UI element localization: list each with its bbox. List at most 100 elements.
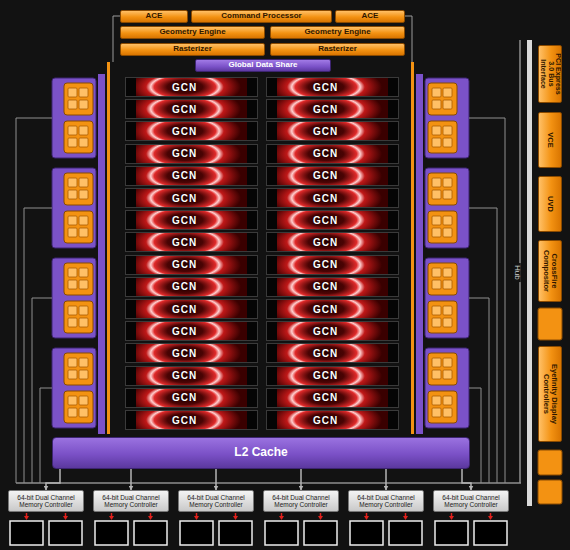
rop-block	[428, 211, 457, 243]
memory-controller: 64-bit Dual Channel Memory Controller	[348, 490, 424, 512]
rop-unit	[79, 190, 88, 199]
compute-unit: GCN	[266, 99, 399, 119]
unit-label: GCN	[313, 348, 338, 359]
rop-group	[52, 168, 96, 248]
rop-unit	[68, 216, 77, 225]
unit-label: GCN	[313, 392, 338, 403]
compute-unit: GCN	[266, 366, 399, 386]
rop-unit	[79, 408, 88, 417]
rop-unit	[443, 126, 452, 135]
unit-label: GCN	[313, 104, 338, 115]
rop-unit	[443, 216, 452, 225]
memory-link-head	[233, 516, 238, 520]
memory-controller: 64-bit Dual Channel Memory Controller	[433, 490, 509, 512]
unit-label: GCN	[313, 148, 338, 159]
hub-block: Eyefinity Display Controllers	[538, 346, 562, 442]
hub-block	[538, 308, 562, 340]
block-label: PCI Express 3.0 Bus Interface	[539, 48, 561, 100]
memory-controller: 64-bit Dual Channel Memory Controller	[178, 490, 254, 512]
hub-line	[519, 40, 521, 483]
compute-unit: GCN	[125, 144, 258, 164]
rop-unit	[79, 178, 88, 187]
rop-panel	[52, 78, 96, 158]
memory-link-head	[364, 516, 369, 520]
block-label: L2 Cache	[234, 446, 287, 459]
rop-unit	[79, 88, 88, 97]
rop-unit	[443, 88, 452, 97]
rop-block	[428, 121, 457, 153]
compute-unit: GCN	[266, 343, 399, 363]
block-label: 64-bit Dual Channel Memory Controller	[436, 494, 506, 508]
rop-unit	[68, 358, 77, 367]
rop-unit	[79, 138, 88, 147]
block-label: UVD	[546, 179, 554, 229]
rop-unit	[443, 138, 452, 147]
rop-unit	[432, 268, 441, 277]
rop-unit	[68, 126, 77, 135]
rop-block	[64, 391, 93, 423]
rop-wire	[32, 298, 52, 483]
rop-unit	[68, 190, 77, 199]
rop-unit	[68, 268, 77, 277]
rop-panel	[52, 168, 96, 248]
unit-label: GCN	[172, 259, 197, 270]
unit-label: GCN	[172, 215, 197, 226]
rop-unit	[432, 280, 441, 289]
compute-unit: GCN	[266, 388, 399, 408]
compute-unit: GCN	[266, 210, 399, 230]
memory-link-head	[24, 516, 29, 520]
rop-unit	[432, 100, 441, 109]
block-label: 64-bit Dual Channel Memory Controller	[11, 494, 81, 508]
compute-unit: GCN	[125, 366, 258, 386]
rop-unit	[79, 358, 88, 367]
memory-chip	[304, 521, 337, 545]
unit-label: GCN	[313, 259, 338, 270]
hub-block: PCI Express 3.0 Bus Interface	[538, 45, 562, 103]
memory-connector	[300, 469, 302, 490]
rop-unit	[432, 396, 441, 405]
rop-unit	[68, 306, 77, 315]
rop-block	[428, 263, 457, 295]
rop-unit	[443, 370, 452, 379]
rop-block	[428, 301, 457, 333]
rop-group	[52, 78, 96, 158]
block-label: 64-bit Dual Channel Memory Controller	[351, 494, 421, 508]
rop-block	[64, 211, 93, 243]
hub-block	[538, 480, 562, 504]
rop-unit	[79, 396, 88, 405]
memory-link-head	[279, 516, 284, 520]
memory-chip	[265, 521, 298, 545]
compute-unit: GCN	[266, 232, 399, 252]
rop-unit	[432, 190, 441, 199]
block-label: Command Processor	[221, 12, 301, 21]
memory-chip	[180, 521, 213, 545]
unit-label: GCN	[172, 304, 197, 315]
rop-unit	[432, 358, 441, 367]
hub-block	[538, 450, 562, 475]
unit-label: GCN	[172, 415, 197, 426]
memory-link-head	[318, 516, 323, 520]
rop-unit	[432, 138, 441, 147]
compute-unit: GCN	[266, 277, 399, 297]
compute-unit: GCN	[125, 121, 258, 141]
rop-unit	[68, 88, 77, 97]
rop-unit	[68, 408, 77, 417]
rop-unit	[443, 268, 452, 277]
rop-unit	[432, 126, 441, 135]
memory-chip	[10, 521, 43, 545]
memory-link-head	[403, 516, 408, 520]
memory-chip	[134, 521, 167, 545]
rop-group	[52, 258, 96, 338]
rop-unit	[432, 306, 441, 315]
process-box: Global Data Share	[195, 59, 331, 72]
hub-block: VCE	[538, 112, 562, 168]
compute-unit: GCN	[266, 144, 399, 164]
compute-unit: GCN	[125, 188, 258, 208]
unit-label: GCN	[172, 237, 197, 248]
rop-panel	[425, 348, 469, 428]
block-label: ACE	[146, 12, 163, 21]
unit-label: GCN	[313, 193, 338, 204]
compute-unit: GCN	[125, 255, 258, 275]
rop-unit	[79, 216, 88, 225]
memory-controller: 64-bit Dual Channel Memory Controller	[93, 490, 169, 512]
